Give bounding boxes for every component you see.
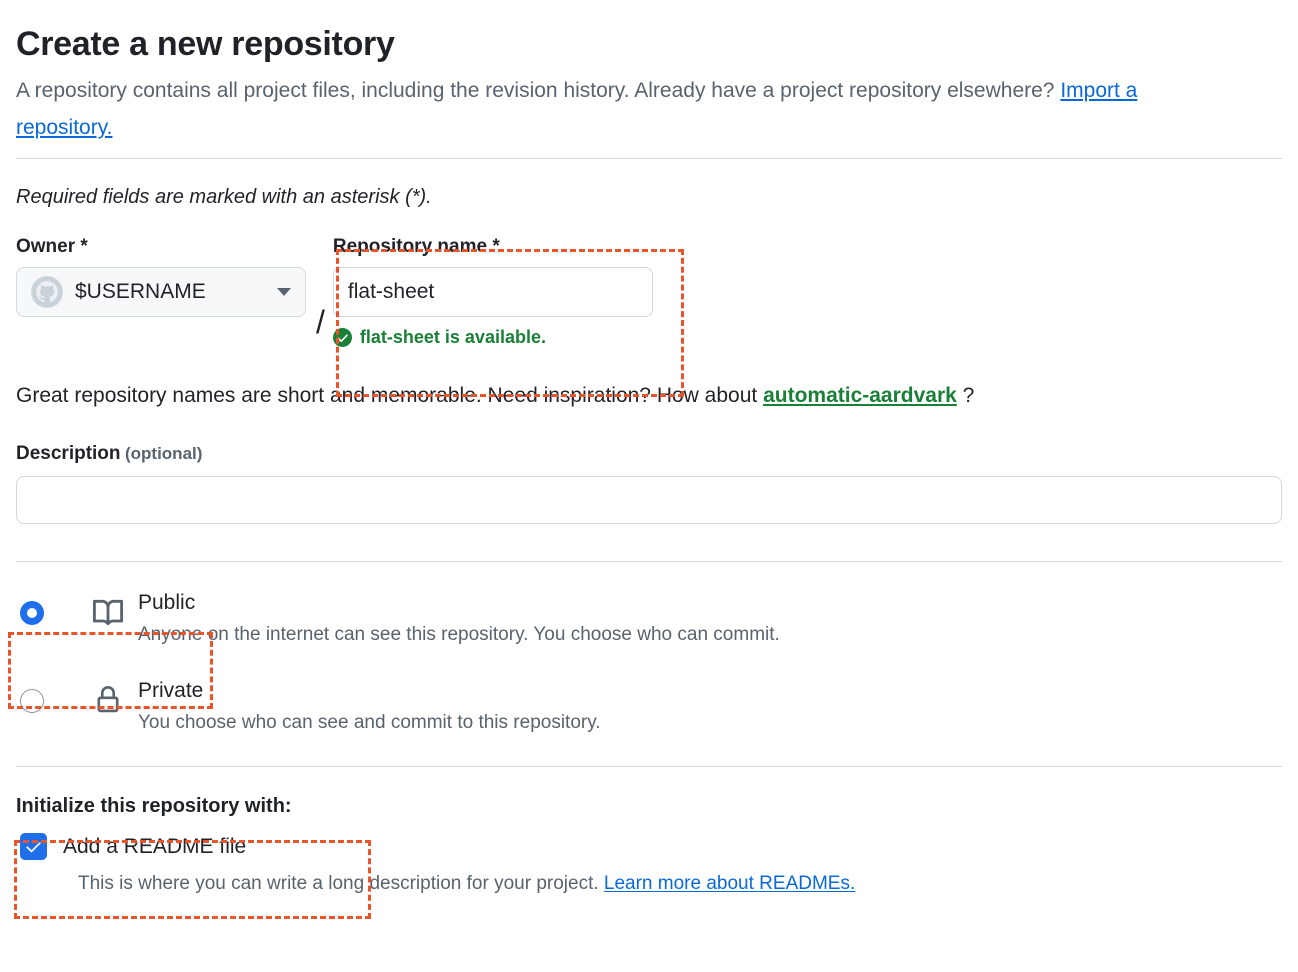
visibility-private-text: Private You choose who can see and commi… xyxy=(138,676,601,738)
owner-label: Owner * xyxy=(16,236,88,257)
description-optional-tag: (optional) xyxy=(124,444,203,463)
page-description-text: A repository contains all project files,… xyxy=(16,79,1061,102)
visibility-private-description: You choose who can see and commit to thi… xyxy=(138,712,601,733)
owner-select-button[interactable]: $USERNAME xyxy=(16,267,306,317)
lock-icon xyxy=(88,686,128,714)
visibility-public-text: Public Anyone on the internet can see th… xyxy=(138,588,780,650)
description-label: Description xyxy=(16,443,121,464)
page-description: A repository contains all project files,… xyxy=(16,72,1206,146)
check-circle-fill-icon xyxy=(332,327,352,347)
readme-description: This is where you can write a long descr… xyxy=(78,871,1282,897)
chevron-down-icon xyxy=(277,288,291,296)
initialize-heading: Initialize this repository with: xyxy=(16,795,292,817)
visibility-option-public[interactable]: Public Anyone on the internet can see th… xyxy=(16,588,1282,650)
repository-availability-text: flat-sheet is available. xyxy=(359,327,546,347)
description-input[interactable] xyxy=(16,476,1282,524)
owner-field: Owner * $USERNAME xyxy=(16,235,306,317)
visibility-private-title: Private xyxy=(138,679,204,702)
description-field: Description (optional) xyxy=(16,442,1282,524)
description-label-row: Description (optional) xyxy=(16,442,1282,466)
visibility-options: Public Anyone on the internet can see th… xyxy=(16,588,1282,738)
suggestion-prefix: Great repository names are short and mem… xyxy=(16,384,764,407)
divider-visibility xyxy=(16,561,1282,562)
visibility-option-private[interactable]: Private You choose who can see and commi… xyxy=(16,676,1282,738)
owner-value: $USERNAME xyxy=(75,280,206,303)
page-title: Create a new repository xyxy=(16,25,395,63)
readme-description-text: This is where you can write a long descr… xyxy=(78,873,604,894)
radio-public[interactable] xyxy=(20,601,44,625)
visibility-public-description: Anyone on the internet can see this repo… xyxy=(138,624,780,645)
owner-name-separator: / xyxy=(316,304,325,340)
initialize-section: Initialize this repository with: Add a R… xyxy=(16,793,1282,897)
radio-private[interactable] xyxy=(20,689,44,713)
readme-checkbox-label: Add a README file xyxy=(63,834,247,858)
repository-name-label: Repository name * xyxy=(332,236,500,257)
divider-top xyxy=(16,158,1282,159)
import-repository-link[interactable]: Import a repository. xyxy=(16,79,1138,139)
repository-name-input[interactable] xyxy=(332,267,653,317)
divider-initialize xyxy=(16,766,1282,767)
readme-checkbox[interactable] xyxy=(20,833,47,860)
suggestion-suffix: ? xyxy=(956,384,975,407)
visibility-public-title: Public xyxy=(138,591,196,614)
suggested-name-link[interactable]: automatic-aardvark xyxy=(763,384,957,407)
github-octocat-avatar-icon xyxy=(31,276,63,308)
required-fields-note: Required fields are marked with an aster… xyxy=(16,186,432,208)
repository-name-field: Repository name * flat-sheet is availabl… xyxy=(332,235,653,348)
learn-more-readmes-link[interactable]: Learn more about READMEs. xyxy=(603,873,856,894)
readme-checkbox-row[interactable]: Add a README file xyxy=(16,833,1282,860)
repo-book-icon xyxy=(88,598,128,628)
repository-name-suggestion: Great repository names are short and mem… xyxy=(16,382,1282,410)
repository-availability-status: flat-sheet is available. xyxy=(332,326,653,348)
owner-and-name-row: Owner * $USERNAME / Repository name * xyxy=(16,235,1282,348)
